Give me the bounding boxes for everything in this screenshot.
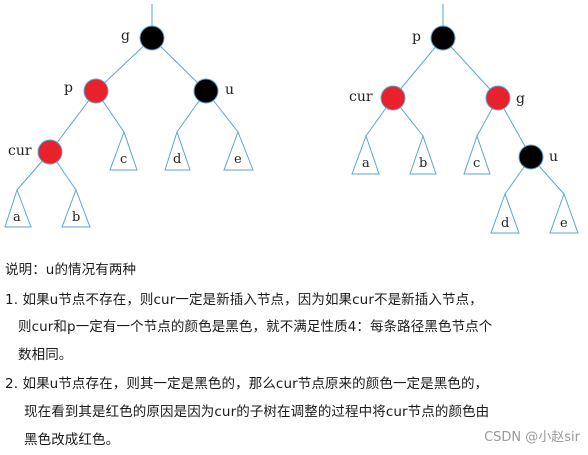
subtree-c-label: c [120, 152, 127, 167]
node-u [193, 78, 219, 104]
item2-line3: 黑色改成红色。 [24, 432, 120, 448]
node-g [485, 85, 511, 111]
item2-line1: 2. 如果u节点存在，则其一定是黑色的，那么cur节点原来的颜色一定是黑色的， [5, 376, 489, 392]
subtree-a-label: a [13, 210, 21, 225]
edge-g-p [95, 37, 153, 92]
subtree-d-label: d [173, 152, 181, 167]
node-u [518, 144, 544, 170]
item1-line1: 1. 如果u节点不存在，则cur一定是新插入节点，因为如果cur不是新插入节点， [5, 292, 483, 308]
node-cur [380, 85, 406, 111]
subtree-d [490, 192, 520, 234]
node-p [430, 25, 456, 51]
edge-g-u [151, 37, 207, 92]
subtree-e [223, 130, 254, 171]
node-p [83, 78, 109, 104]
subtree-a-label: a [362, 156, 370, 171]
subtree-a [351, 134, 380, 175]
left-tree: c d e a b g p u cur [4, 4, 254, 228]
item2-line2: 现在看到其是红色的原因是因为cur的子树在调整的过程中将cur节点的颜色由 [24, 404, 490, 420]
rb-tree-diagram: c d e a b g p u cur [4, 4, 579, 234]
node-p-label: p [64, 80, 73, 96]
subtree-e-label: e [234, 152, 242, 167]
subtree-d [164, 130, 191, 171]
edge-p-cur [392, 37, 444, 99]
node-p-label: p [412, 29, 421, 45]
subtree-c-label: c [473, 156, 480, 171]
node-cur [37, 139, 63, 165]
subtree-c [109, 130, 138, 171]
node-cur-label: cur [349, 89, 373, 105]
watermark: CSDN @小赵sir [484, 430, 580, 445]
subtree-d-label: d [501, 216, 509, 231]
node-g [139, 25, 165, 51]
heading: 说明：u的情况有两种 [5, 262, 137, 278]
node-g-label: g [121, 28, 130, 44]
item1-line2: 则cur和p一定有一个节点的颜色是黑色，就不满足性质4：每条路径黑色节点个 [18, 319, 493, 335]
item1-line3: 数相同。 [18, 347, 73, 363]
right-tree: a b c d e p cur g u [349, 4, 579, 234]
edge-p-g [442, 37, 499, 99]
subtree-e-label: e [560, 216, 568, 231]
subtree-a [4, 188, 32, 228]
subtree-e [549, 192, 579, 234]
edge-p-cur [49, 90, 97, 153]
node-cur-label: cur [8, 143, 32, 159]
subtree-b-label: b [72, 210, 80, 225]
subtree-c [463, 134, 491, 175]
subtree-b [409, 134, 437, 175]
node-g-label: g [516, 91, 525, 107]
subtree-b [61, 188, 91, 228]
node-u-label: u [225, 82, 234, 98]
subtree-b-label: b [419, 156, 427, 171]
node-u-label: u [549, 149, 558, 165]
